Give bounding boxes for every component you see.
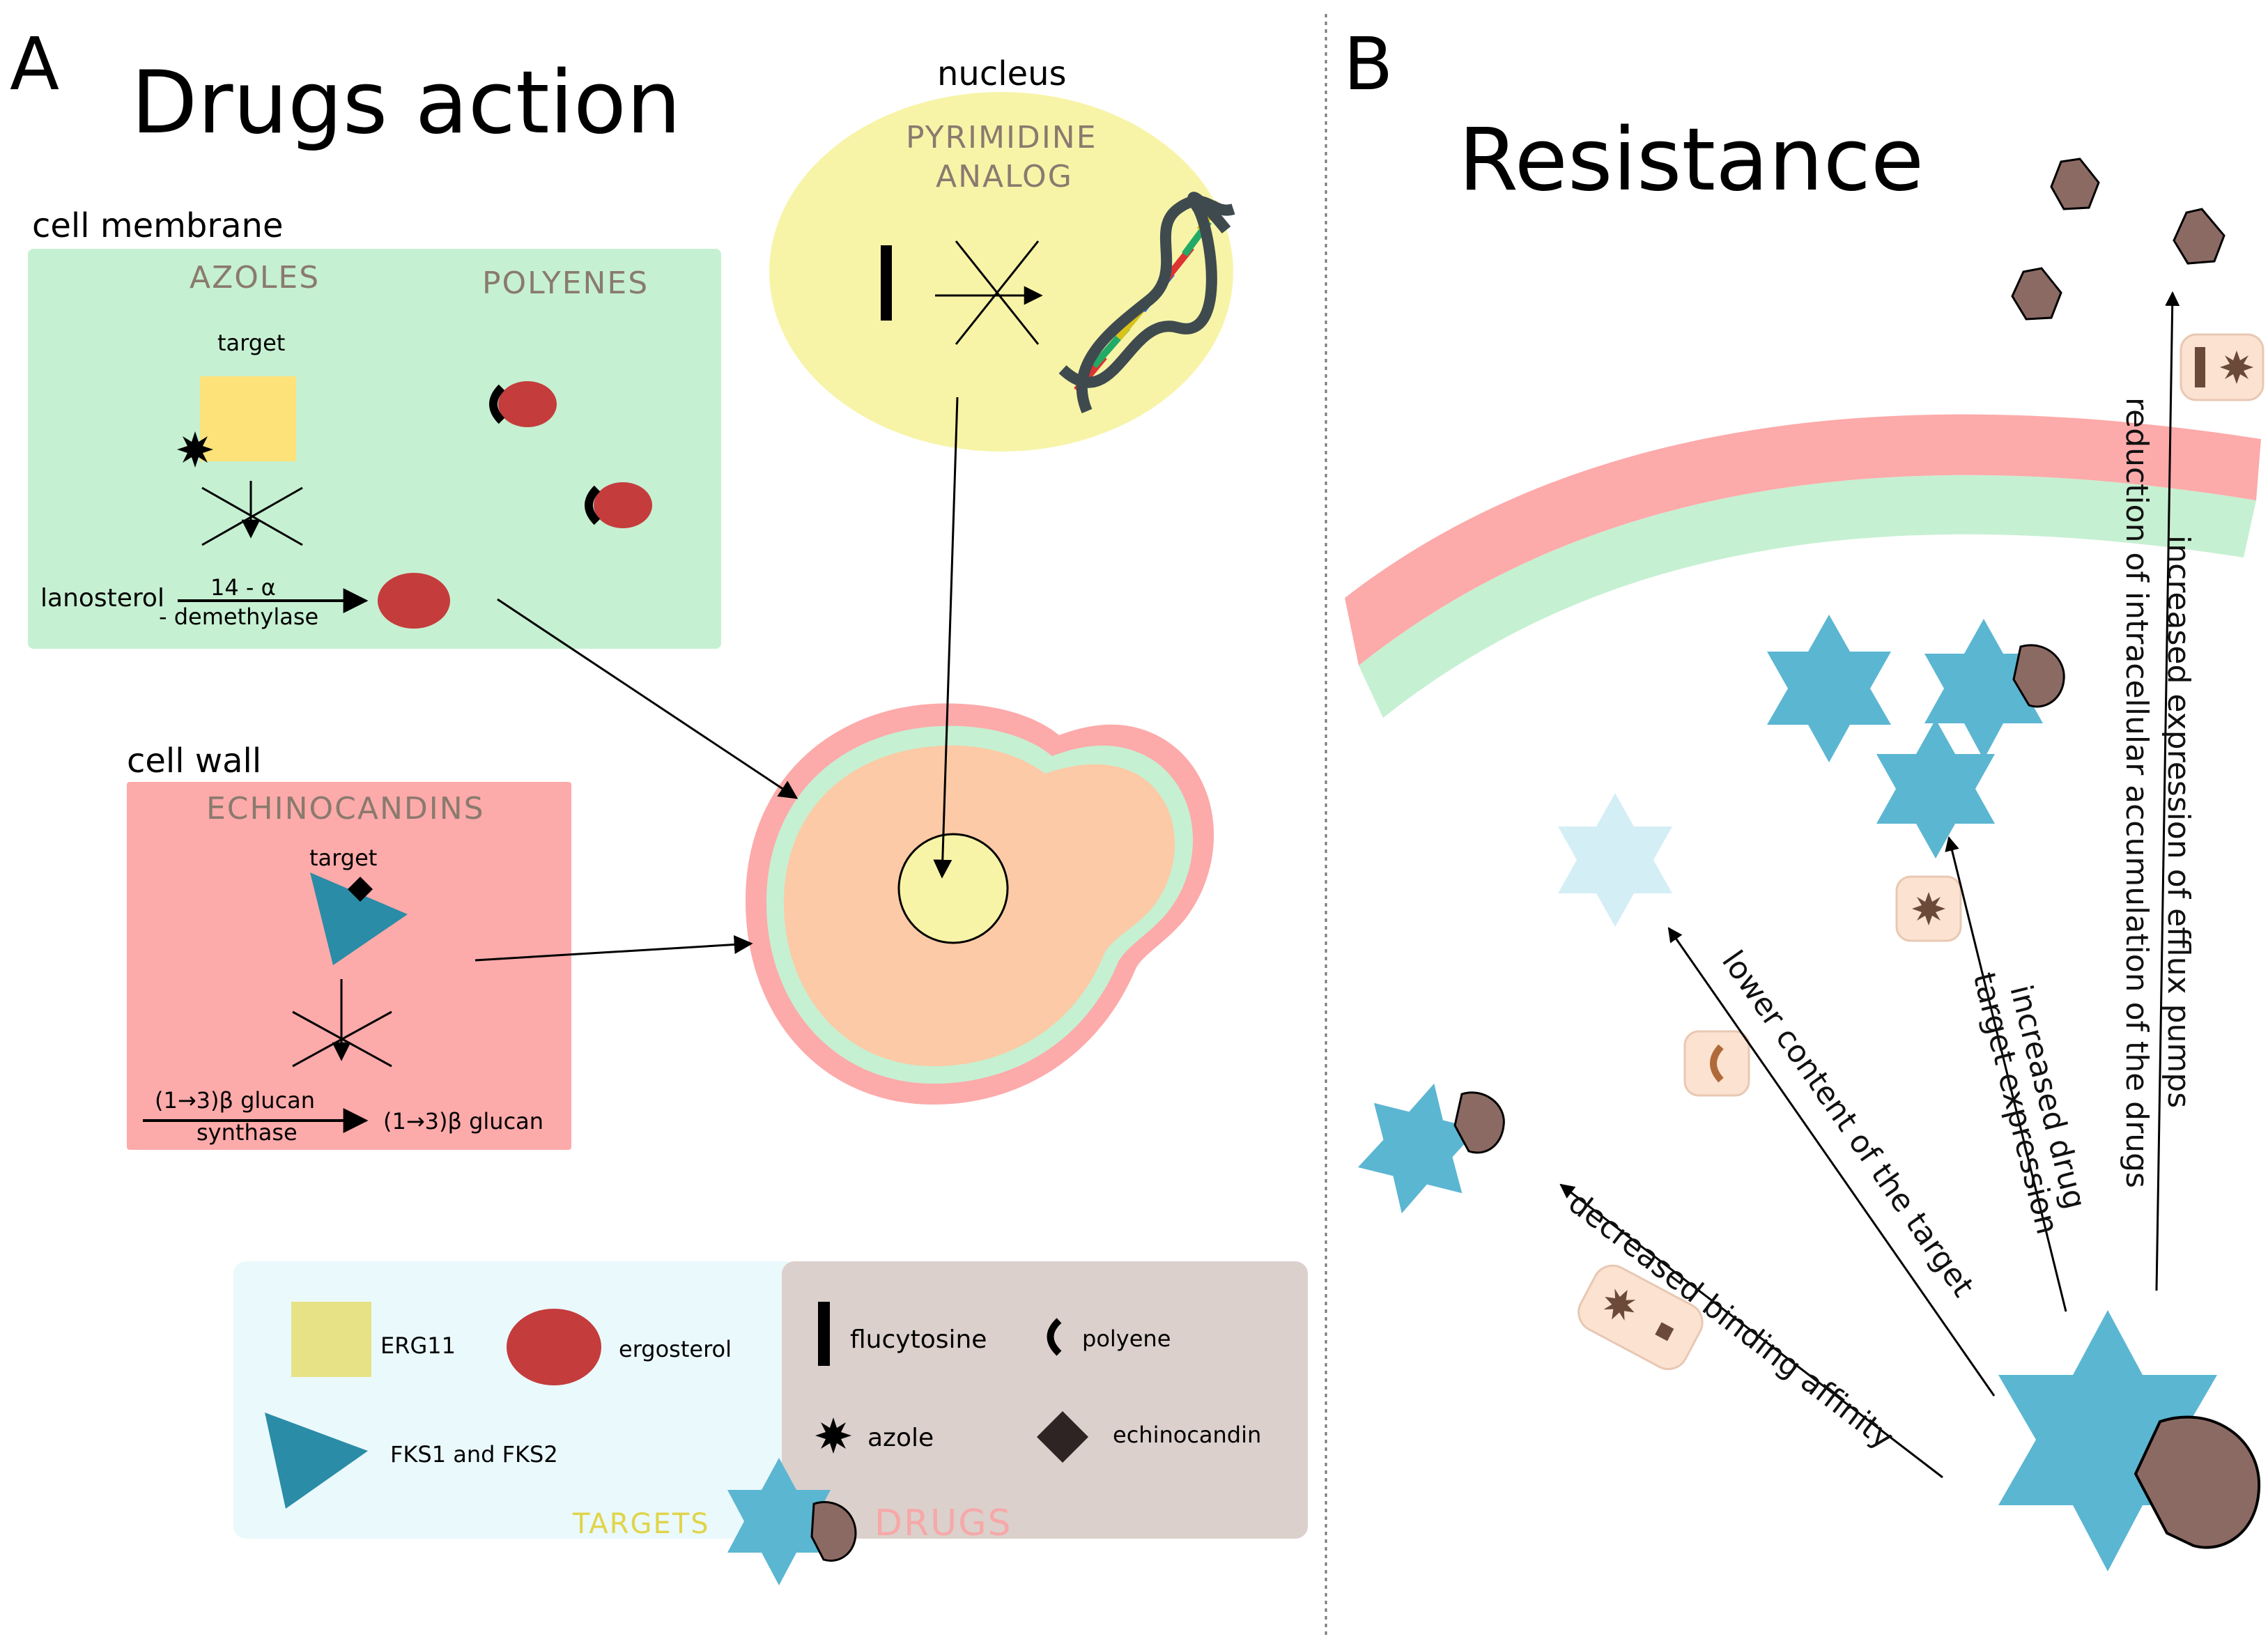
targets-legend-box xyxy=(233,1261,798,1539)
nucleus-to-cell-arrow xyxy=(933,397,959,879)
legend-erg11-swatch xyxy=(291,1302,371,1377)
targets-title: TARGETS xyxy=(572,1508,710,1540)
polyenes-label: POLYENES xyxy=(482,266,649,301)
lanosterol-label: lanosterol xyxy=(40,584,164,613)
main-target-icon xyxy=(1998,1310,2261,1571)
legend-erg11-label: ERG11 xyxy=(380,1332,456,1359)
legend-polyene-icon xyxy=(1047,1318,1062,1356)
cell-wall-box: ECHINOCANDINS target (1→3)β glucan synth… xyxy=(127,782,571,1150)
legend-azole-label: azole xyxy=(867,1424,934,1452)
cell-membrane-label: cell membrane xyxy=(32,206,283,245)
membrane-to-cell-arrow xyxy=(497,598,799,799)
pump-binding-icon xyxy=(1577,1264,1704,1371)
legend-echinocandin-icon xyxy=(1037,1411,1088,1463)
legend-flucytosine-icon xyxy=(818,1302,830,1366)
intracellular-targets xyxy=(1558,615,2065,927)
cell-membrane-box: AZOLES POLYENES target lanosterol 14 - α… xyxy=(28,249,721,649)
altered-target-icon xyxy=(1357,1083,1505,1214)
nucleus-label: nucleus xyxy=(937,54,1067,93)
echinocandin-target-label: target xyxy=(309,845,377,871)
echinocandins-label: ECHINOCANDINS xyxy=(206,791,485,826)
legend-fks-label: FKS1 and FKS2 xyxy=(390,1441,558,1468)
efflux-label-line2: reduction of intracellular accumulation … xyxy=(2119,397,2154,1188)
pyrimidine-line2: ANALOG xyxy=(936,159,1073,194)
ergosterol-polyene-1 xyxy=(489,381,557,427)
demethylase-line1: 14 - α xyxy=(210,574,276,601)
panel-b-title: Resistance xyxy=(1458,110,1924,210)
yeast-cell xyxy=(746,703,1214,1105)
efflux-label-line1: increased expression of efflux pumps xyxy=(2161,535,2196,1108)
membrane-band xyxy=(1345,414,2261,718)
azole-inhibition-icon xyxy=(201,481,303,546)
wall-inhibition-icon xyxy=(292,979,392,1068)
ergosterol-polyene-2 xyxy=(585,482,652,528)
dna-helix-icon xyxy=(1058,192,1235,414)
fks-triangle xyxy=(310,872,408,965)
cell-wall-label: cell wall xyxy=(127,741,261,780)
wall-to-cell-arrow xyxy=(475,934,753,962)
nucleus-inhibition-icon xyxy=(935,240,1043,345)
echinocandin-diamond-icon xyxy=(348,877,373,902)
glucan-synthase-line1: (1→3)β glucan xyxy=(155,1087,315,1114)
legend-ergosterol-label: ergosterol xyxy=(619,1336,732,1362)
azoles-label: AZOLES xyxy=(190,260,320,295)
panel-b-letter: B xyxy=(1343,22,1393,107)
legend-flucytosine-label: flucytosine xyxy=(850,1325,987,1354)
pump-azole-icon xyxy=(1895,875,1962,942)
erg11-square xyxy=(200,376,296,461)
drugs-legend-box xyxy=(782,1261,1308,1539)
legend: ERG11 ergosterol FKS1 and FKS2 flucytosi… xyxy=(233,1261,1308,1585)
legend-ergosterol-swatch xyxy=(507,1309,601,1385)
ergosterol-product xyxy=(378,573,450,629)
flucytosine-bar-icon xyxy=(881,245,892,321)
lower-content-label: lower content of the target xyxy=(1715,944,1981,1303)
panel-a-title: Drugs action xyxy=(131,53,681,153)
legend-echinocandin-label: echinocandin xyxy=(1113,1422,1261,1448)
drugs-title: DRUGS xyxy=(874,1502,1012,1544)
glucan-product: (1→3)β glucan xyxy=(383,1108,543,1134)
legend-polyene-label: polyene xyxy=(1082,1325,1171,1352)
legend-target-drug-icon xyxy=(727,1458,857,1585)
binding-affinity-arrow xyxy=(1559,1183,1943,1479)
efflux-arrow xyxy=(2155,291,2180,1291)
glucan-synthase-line2: synthase xyxy=(196,1119,298,1146)
target-expression-arrow xyxy=(1945,836,2067,1312)
lower-content-arrow xyxy=(1667,927,1996,1397)
azole-target-label: target xyxy=(217,330,285,356)
pump-polyene-icon xyxy=(1683,1030,1750,1097)
demethylase-line2: - demethylase xyxy=(159,603,318,630)
pyrimidine-line1: PYRIMIDINE xyxy=(906,120,1097,155)
effluxed-drugs xyxy=(2011,157,2225,321)
nucleus-region: PYRIMIDINE ANALOG xyxy=(769,92,1235,452)
efflux-pump-icon xyxy=(2180,333,2265,401)
panel-a-letter: A xyxy=(10,22,59,107)
legend-fks-swatch xyxy=(265,1413,368,1509)
